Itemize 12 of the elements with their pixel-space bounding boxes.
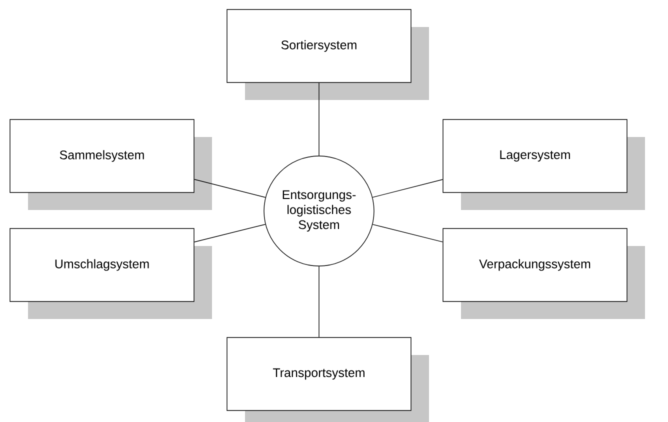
system-box: Lagersystem [442, 119, 645, 210]
system-box: Sammelsystem [10, 119, 212, 210]
connector-line [194, 179, 266, 198]
system-box: Umschlagsystem [10, 228, 212, 319]
system-box: Sortiersystem [226, 9, 429, 100]
connector-line [318, 82, 320, 156]
system-box: Verpackungssystem [442, 228, 645, 319]
system-box: Transportsystem [226, 337, 429, 422]
connector-line [372, 224, 443, 242]
connector-line [318, 266, 320, 338]
connector-line [372, 179, 443, 198]
connector-line [194, 224, 266, 242]
